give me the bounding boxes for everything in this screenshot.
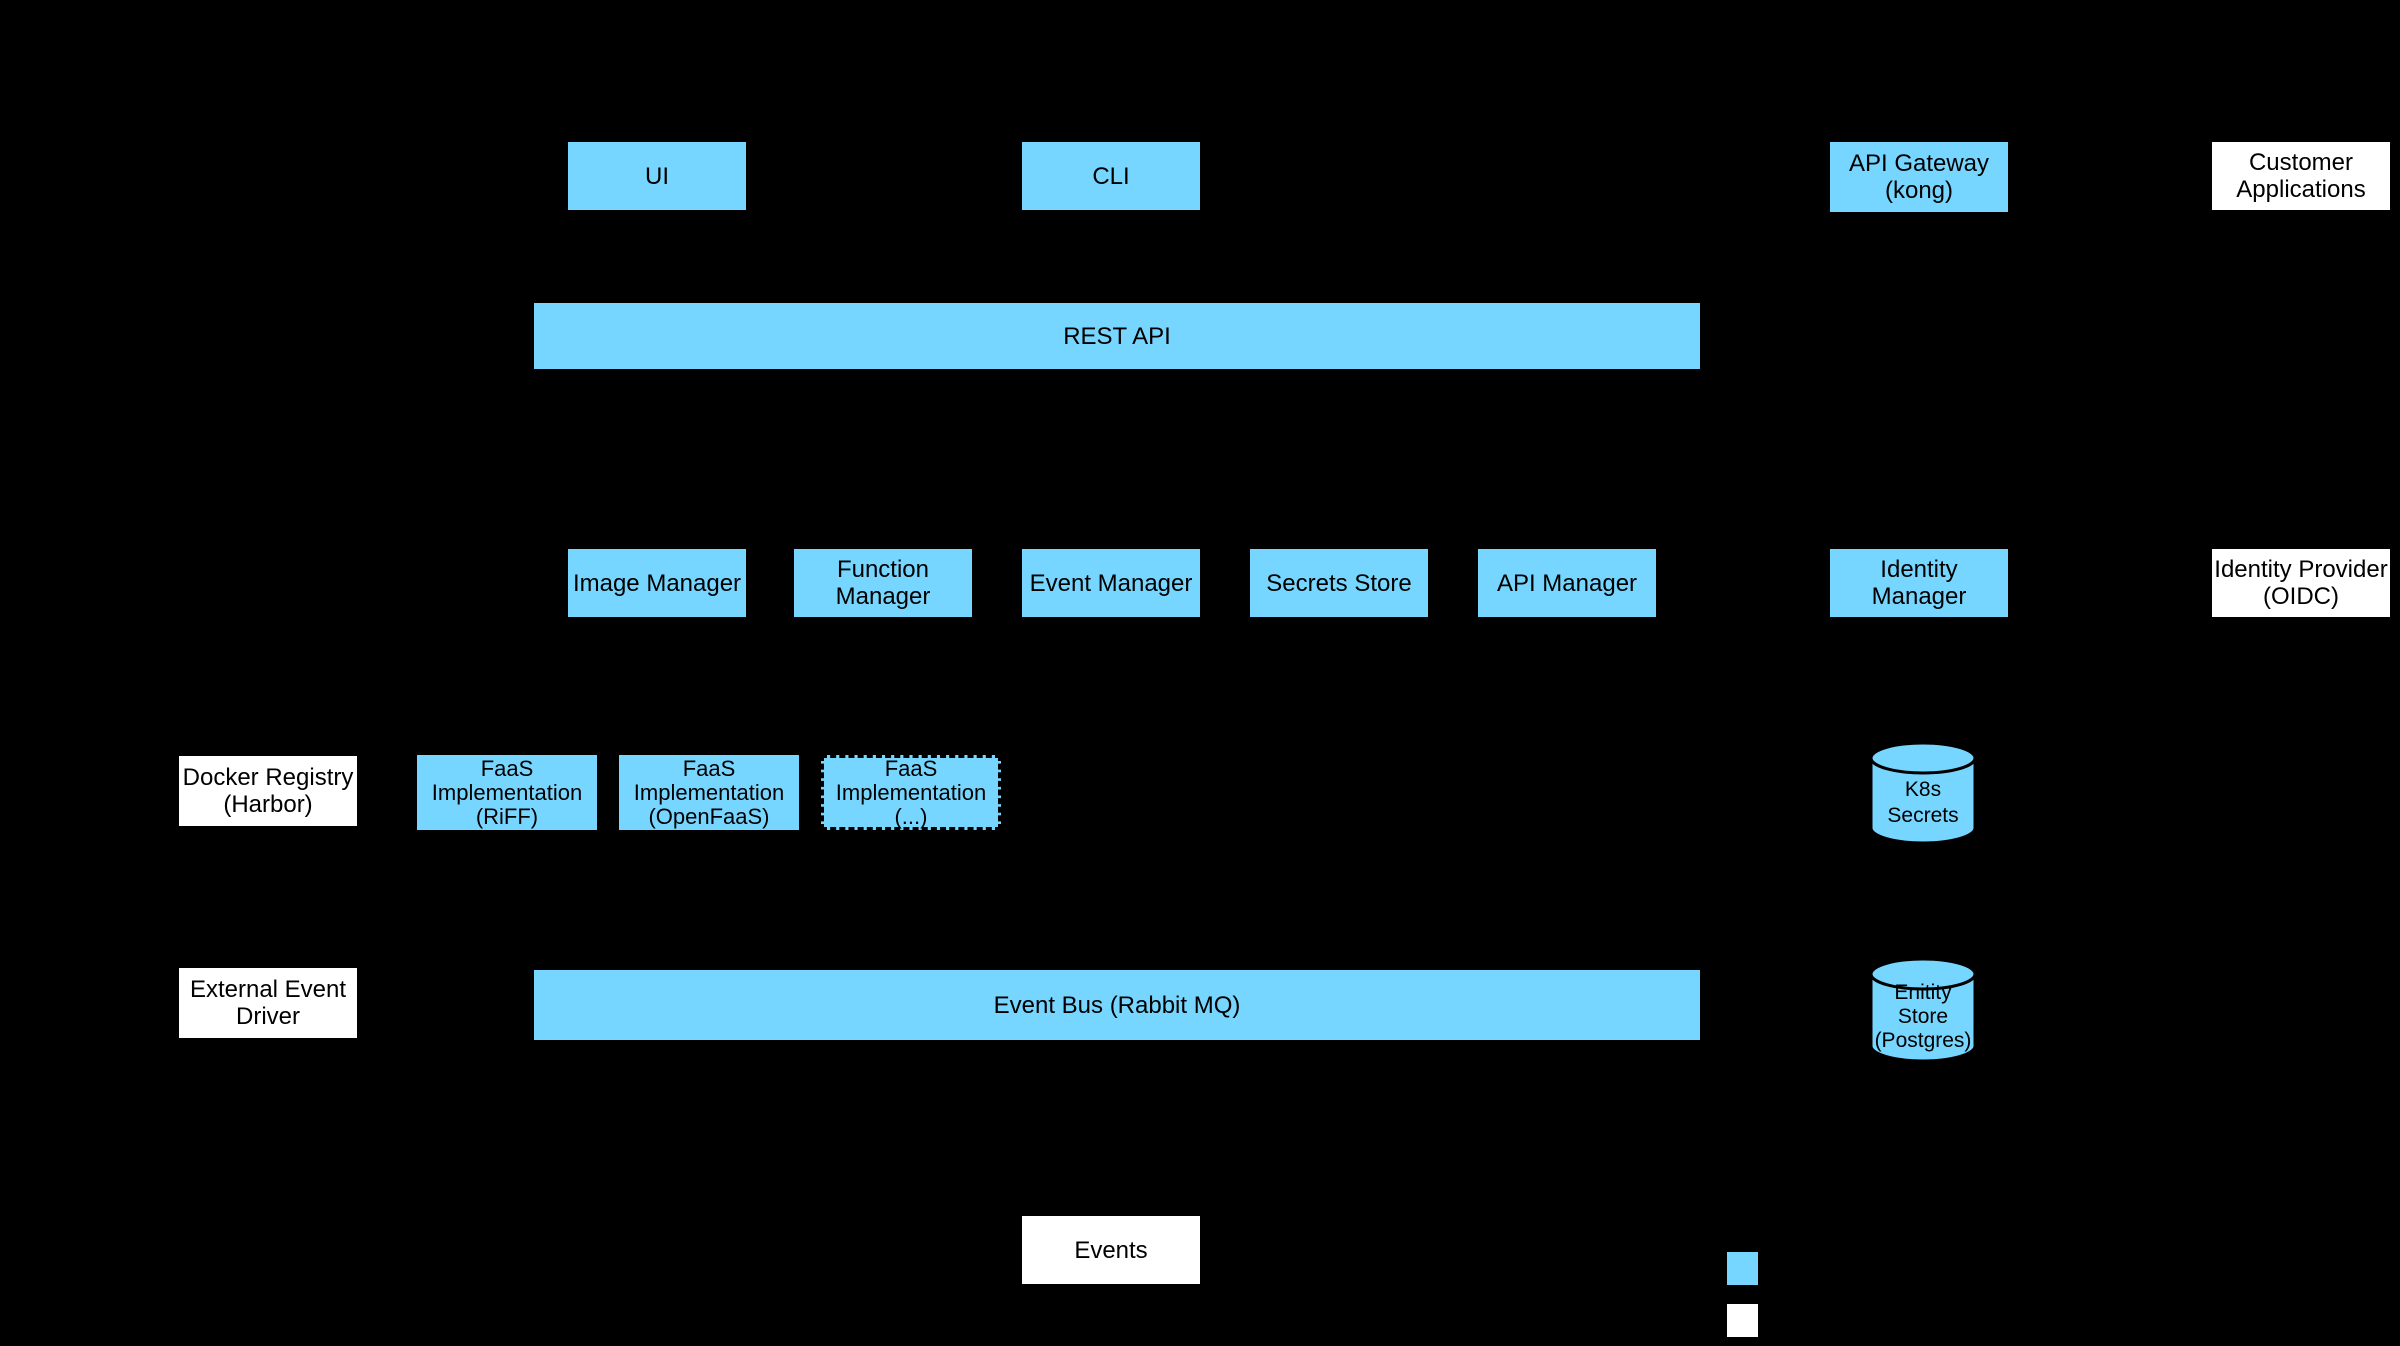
node-api-gateway-label: API Gateway (kong): [1848, 150, 1990, 204]
node-entity-store: Enitity Store (Postgres): [1868, 956, 1978, 1064]
node-faas-other: FaaS Implementation (...): [821, 755, 1001, 830]
node-secrets-store-label: Secrets Store: [1266, 569, 1412, 597]
node-event-bus: Event Bus (Rabbit MQ): [534, 970, 1700, 1040]
node-k8s-secrets-label: K8s Secrets: [1887, 778, 1959, 827]
node-customer-applications: Customer Applications: [2212, 142, 2390, 210]
legend-white-swatch: [1727, 1304, 1758, 1337]
node-docker-registry-label: Docker Registry (Harbor): [182, 764, 354, 818]
node-event-manager: Event Manager: [1022, 549, 1200, 617]
node-events-label: Events: [1074, 1236, 1148, 1264]
node-faas-openfaas: FaaS Implementation (OpenFaaS): [619, 755, 799, 830]
legend-blue-swatch: [1727, 1252, 1758, 1285]
node-identity-provider: Identity Provider (OIDC): [2212, 549, 2390, 617]
node-rest-api: REST API: [534, 303, 1700, 369]
database-cylinder-icon: [1869, 957, 1977, 1063]
node-identity-manager: Identity Manager: [1830, 549, 2008, 617]
node-cli: CLI: [1022, 142, 1200, 210]
node-faas-other-label: FaaS Implementation (...): [835, 755, 987, 829]
node-faas-riff-label: FaaS Implementation (RiFF): [431, 755, 583, 829]
node-ui-label: UI: [645, 162, 669, 190]
node-docker-registry: Docker Registry (Harbor): [179, 756, 357, 826]
node-api-manager: API Manager: [1478, 549, 1656, 617]
node-events: Events: [1022, 1216, 1200, 1284]
node-external-event-driver: External Event Driver: [179, 968, 357, 1038]
node-secrets-store: Secrets Store: [1250, 549, 1428, 617]
node-event-bus-label: Event Bus (Rabbit MQ): [993, 991, 1241, 1019]
node-identity-provider-label: Identity Provider (OIDC): [2214, 556, 2388, 610]
node-external-event-driver-label: External Event Driver: [189, 976, 347, 1030]
node-cli-label: CLI: [1092, 162, 1130, 190]
node-image-manager-label: Image Manager: [572, 569, 742, 597]
node-faas-openfaas-label: FaaS Implementation (OpenFaaS): [633, 755, 785, 829]
node-identity-manager-label: Identity Manager: [1871, 556, 1967, 610]
node-ui: UI: [568, 142, 746, 210]
node-function-manager-label: Function Manager: [835, 556, 931, 610]
node-faas-riff: FaaS Implementation (RiFF): [417, 755, 597, 830]
node-event-manager-label: Event Manager: [1029, 569, 1193, 597]
node-rest-api-label: REST API: [1063, 322, 1171, 350]
node-api-gateway: API Gateway (kong): [1830, 142, 2008, 212]
node-customer-applications-label: Customer Applications: [2236, 149, 2366, 203]
database-cylinder-icon: [1869, 741, 1977, 845]
node-entity-store-label: Enitity Store (Postgres): [1874, 981, 1972, 1052]
node-api-manager-label: API Manager: [1496, 569, 1638, 597]
node-function-manager: Function Manager: [794, 549, 972, 617]
node-k8s-secrets: K8s Secrets: [1868, 740, 1978, 846]
node-image-manager: Image Manager: [568, 549, 746, 617]
